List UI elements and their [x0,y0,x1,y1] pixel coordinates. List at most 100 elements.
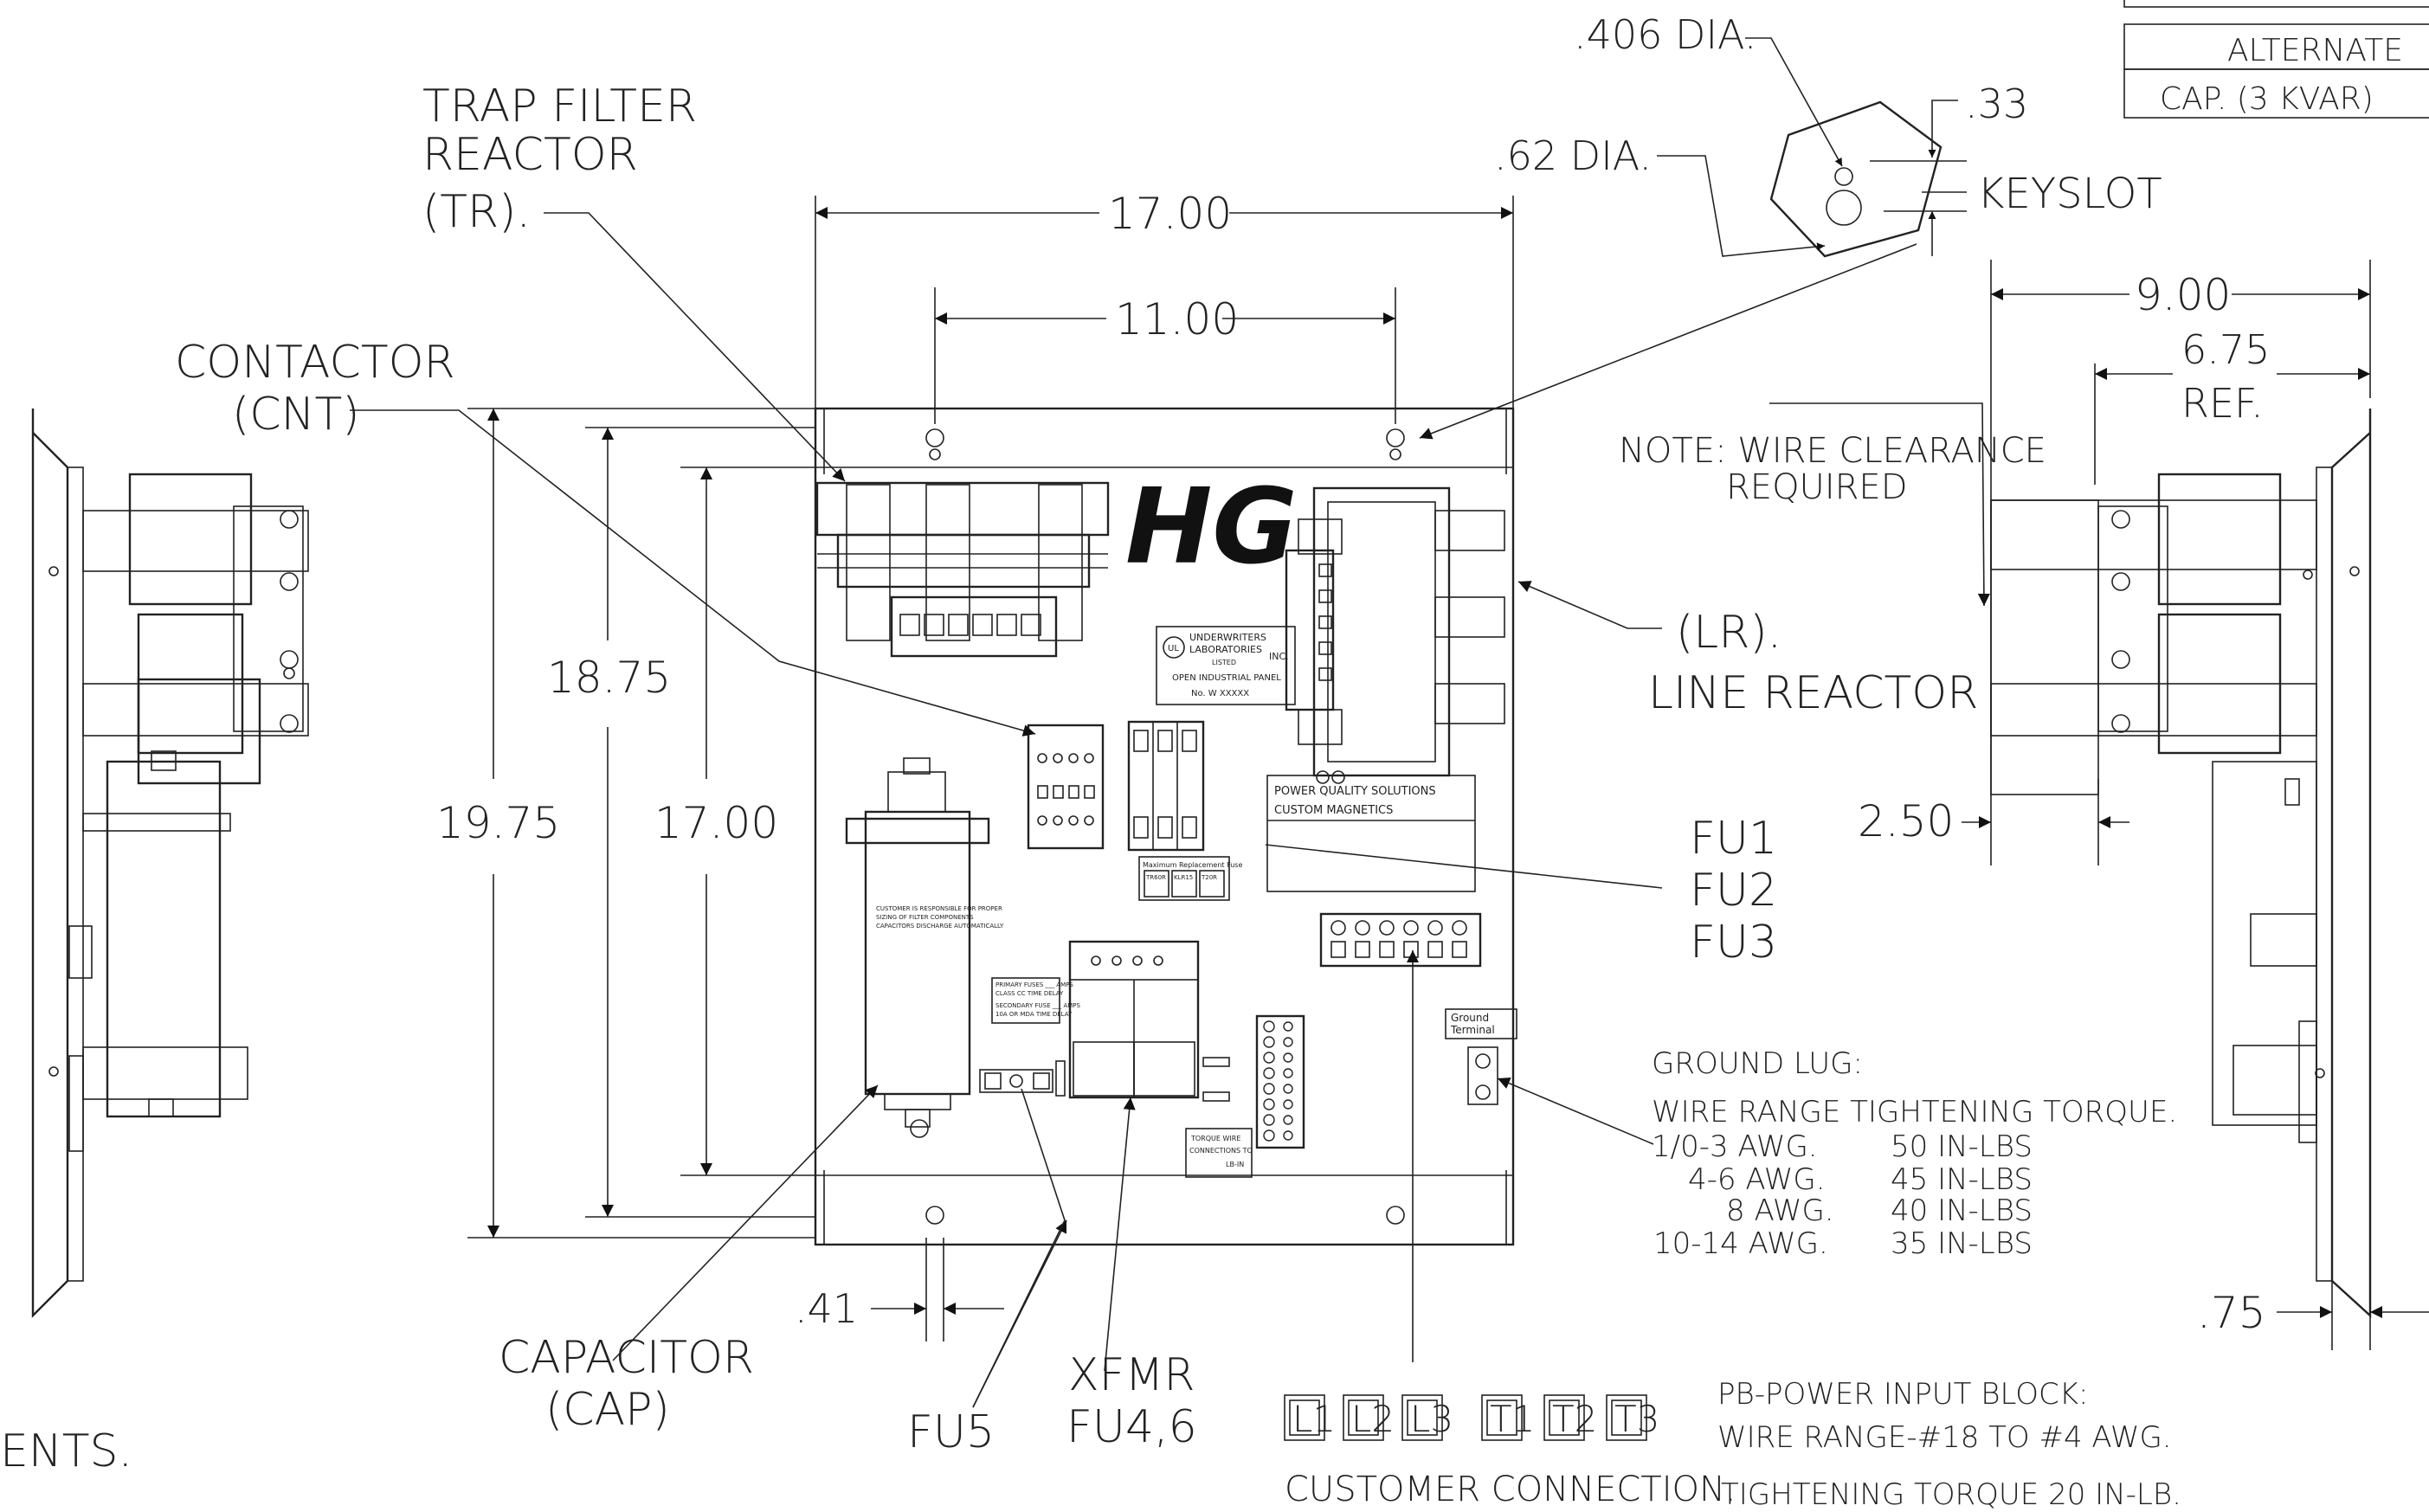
ground-lug-range-4: 10-14 AWG. [1653,1226,1828,1261]
terminal-t3: T3 [1614,1398,1659,1440]
fuse-label-2: KLR15 [1174,874,1193,881]
callout-labels: TRAP FILTER REACTOR (TR). CONTACTOR (CNT… [0,80,2162,1477]
pqs-text-2: CUSTOM MAGNETICS [1274,804,1393,817]
ul-text-5: OPEN INDUSTRIAL PANEL [1172,673,1281,683]
terminal-boxes [1284,1394,1647,1441]
dim-width-17: 17.00 [1108,189,1232,239]
keyslot-holes [925,428,1405,1225]
power-block-title: PB-POWER INPUT BLOCK: [1717,1377,2089,1412]
ul-mark: UL [1168,644,1179,653]
dim-406-dia: .406 DIA. [1574,11,1756,58]
trap-filter-label-3: (TR). [422,186,531,238]
power-block-torque: TIGHTENING TORQUE 20 IN-LB. [1721,1477,2181,1512]
ground-lug-title: GROUND LUG: [1652,1046,1863,1081]
fuse-label-title: Maximum Replacement Fuse [1143,861,1242,869]
power-block-note: PB-POWER INPUT BLOCK: WIRE RANGE-#18 TO … [1717,1377,2181,1512]
fu3-label: FU3 [1690,917,1777,968]
keyslot-detail [1657,37,1967,258]
torque-wire-2: CONNECTIONS TO [1189,1147,1253,1155]
capacitor-warning: CUSTOMER IS RESPONSIBLE FOR PROPER SIZIN… [876,905,1004,930]
capacitor-rating-label: CAP. (3 KVAR) [2160,81,2374,117]
line-reactor-terminals [1318,563,1332,681]
dimension-lines [467,196,2429,1350]
fuse-label-3: T20R [1201,874,1217,881]
ground-lug-header: WIRE RANGE TIGHTENING TORQUE. [1652,1095,2177,1129]
ground-lug-torque-2: 45 IN-LBS [1891,1162,2033,1197]
dim-side-075: .75 [2197,1288,2266,1338]
ground-lug-range-1: 1/0-3 AWG. [1652,1129,1818,1164]
right-side-view [1990,409,2372,1318]
ul-text-3: INC. [1269,651,1289,662]
trap-filter-reactor [815,481,1110,658]
dim-side-675: 6.75 [2181,326,2270,373]
line-reactor-label-1: (LR). [1676,607,1781,659]
ground-lug-torque-4: 35 IN-LBS [1891,1226,2033,1261]
fu5-block [979,1060,1066,1097]
line-reactor [1285,486,1505,784]
xfmr-fuse-4: 10A OR MDA TIME DELAY [995,1011,1073,1018]
wire-note-label-1: NOTE: WIRE CLEARANCE [1619,431,2046,471]
fuse-label-1: TR60R [1145,874,1166,881]
xfmr-fuse-1: PRIMARY FUSES ___ AMPS [995,981,1073,988]
ground-lug-range-2: 4-6 AWG. [1688,1162,1826,1197]
leader-lines [350,212,1990,1408]
contactor-label-1: CONTACTOR [175,337,455,389]
dim-62-dia: .62 DIA. [1494,132,1652,179]
capacitor: CUSTOMER IS RESPONSIBLE FOR PROPER SIZIN… [845,757,1004,1138]
fuse-holders [1127,720,1205,852]
terminal-strip [1202,1014,1305,1149]
ground-text-1: Ground [1451,1012,1489,1024]
dim-height-1975: 19.75 [436,798,560,848]
terminal-l2: L2 [1351,1398,1395,1440]
transformer [1068,940,1200,1099]
ul-text-1: UNDERWRITERS [1189,632,1266,643]
cap-warning-1: CUSTOMER IS RESPONSIBLE FOR PROPER [876,905,1002,912]
pqs-label: POWER QUALITY SOLUTIONS CUSTOM MAGNETICS [1266,775,1476,892]
torque-wire-3: LB-IN [1226,1161,1244,1168]
hg-logo: HG [1125,467,1298,588]
panel-outline [814,407,1515,1246]
left-side-view [31,409,309,1318]
dim-33: .33 [1965,80,2028,127]
fuse-rating-label: Maximum Replacement Fuse TR60R KLR15 T20… [1138,856,1242,901]
ground-lug-range-3: 8 AWG. [1726,1194,1834,1228]
fu5-label: FU5 [907,1406,995,1458]
ul-label: UL UNDERWRITERS LABORATORIES INC. LISTED… [1156,626,1296,705]
power-input-block [1319,912,1482,968]
terminal-l1: L1 [1292,1398,1336,1440]
ground-lug-torque-1: 50 IN-LBS [1891,1129,2033,1164]
ul-text-2: LABORATORIES [1189,644,1262,655]
contactor [1027,724,1105,850]
contactor-label-2: (CNT) [232,389,360,441]
ul-text-4: LISTED [1212,659,1236,666]
alternate-label: ALTERNATE [2227,33,2403,68]
xfmr-label-1: XFMR [1068,1349,1195,1401]
fu1-label: FU1 [1690,813,1777,865]
dim-width-11: 11.00 [1115,294,1239,344]
cap-warning-3: CAPACITORS DISCHARGE AUTOMATICALLY [876,923,1004,930]
cap-warning-2: SIZING OF FILTER COMPONENTS [876,914,974,921]
trap-filter-label-2: REACTOR [422,129,638,181]
terminal-t1: T1 [1490,1398,1535,1440]
wire-note-label-2: REQUIRED [1726,467,1908,507]
capacitor-label-1: CAPACITOR [499,1332,754,1384]
line-reactor-label-2: LINE REACTOR [1648,667,1978,719]
torque-wire-1: TORQUE WIRE [1190,1135,1240,1142]
customer-connection: L1 L2 L3 T1 T2 T3 CUSTOMER CONNECTION. [1284,1394,1736,1509]
fu2-label: FU2 [1690,865,1777,917]
ground-lug-table: GROUND LUG: WIRE RANGE TIGHTENING TORQUE… [1652,1046,2177,1261]
power-block-range: WIRE RANGE-#18 TO #4 AWG. [1717,1420,2172,1455]
dimension-labels: .406 DIA. .62 DIA. .33 17.00 11.00 18.75… [436,11,2270,1338]
xfmr-fuse-label: PRIMARY FUSES ___ AMPS CLASS CC TIME DEL… [991,977,1080,1024]
ground-text-2: Terminal [1450,1024,1495,1036]
dim-ref: REF. [2181,380,2264,427]
dim-side-9: 9.00 [2135,270,2231,320]
trap-filter-terminals [899,614,1041,636]
title-block: ALTERNATE CAP. (3 KVAR) [2123,0,2429,119]
ground-terminal: Ground Terminal [1445,1008,1517,1105]
customer-connection-label: CUSTOMER CONNECTION. [1285,1470,1736,1509]
terminal-t2: T2 [1552,1398,1597,1440]
trap-filter-label-1: TRAP FILTER [422,80,697,132]
xfmr-fuse-2: CLASS CC TIME DELAY [995,990,1064,997]
